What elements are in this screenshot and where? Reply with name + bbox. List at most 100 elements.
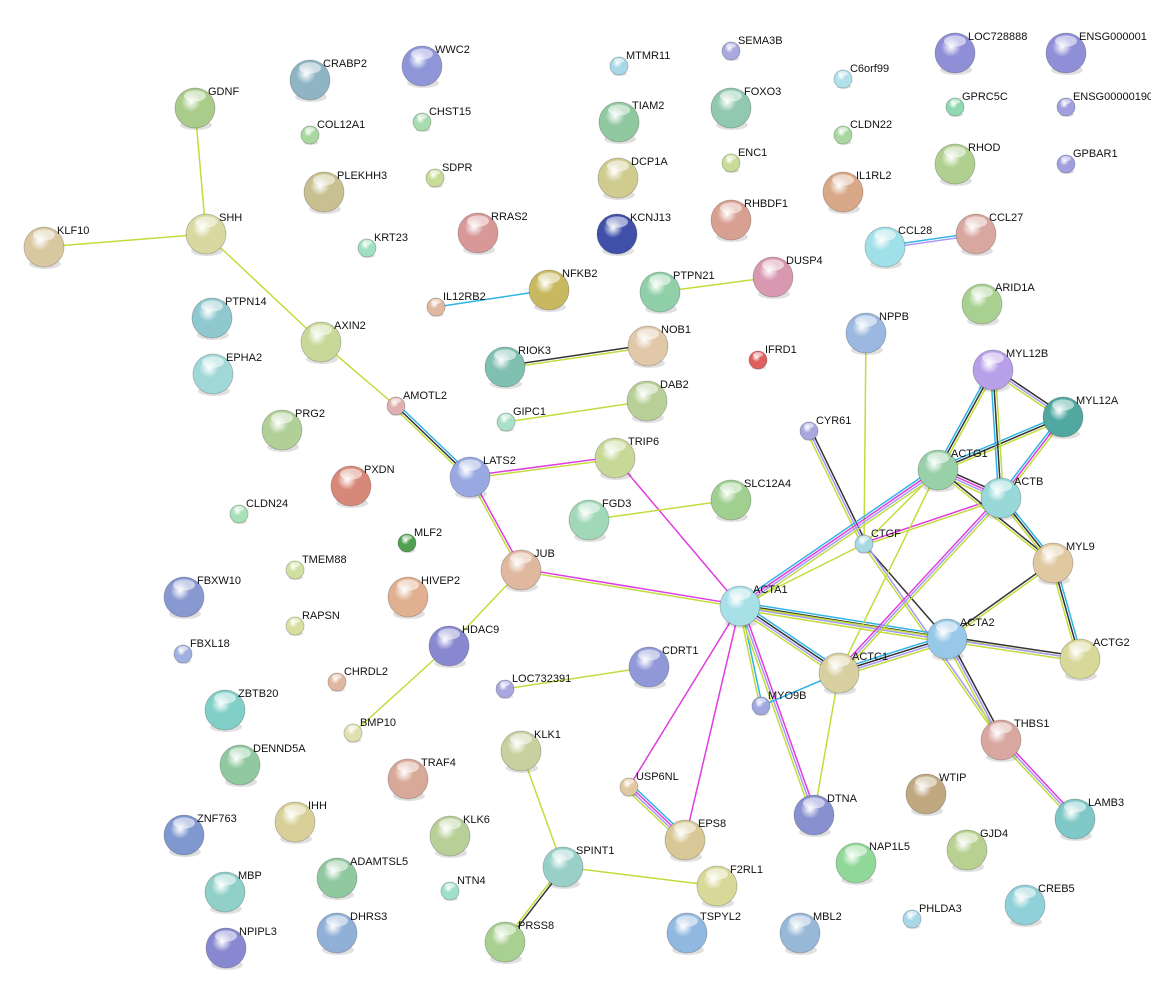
edge-riok3-nob1[interactable] — [504, 344, 649, 369]
node-slc12a4[interactable]: SLC12A4 — [710, 478, 791, 522]
node-ifrd1[interactable]: IFRD1 — [748, 344, 797, 370]
node-zbtb20[interactable]: ZBTB20 — [204, 688, 278, 732]
node-tiam2[interactable]: TIAM2 — [598, 100, 664, 144]
node-nppb[interactable]: NPPB — [845, 311, 909, 355]
node-nob1[interactable]: NOB1 — [627, 324, 691, 368]
node-klf10[interactable]: KLF10 — [23, 225, 89, 269]
node-myl12a[interactable]: MYL12A — [1042, 395, 1119, 439]
edge-actc1-dtna[interactable] — [813, 672, 840, 816]
node-traf4[interactable]: TRAF4 — [387, 757, 456, 801]
edge-fgd3-slc12a4[interactable] — [588, 499, 732, 521]
node-pxdn[interactable]: PXDN — [330, 464, 395, 508]
node-ccl27[interactable]: CCL27 — [955, 212, 1023, 256]
node-adamtsl5[interactable]: ADAMTSL5 — [316, 856, 408, 900]
node-jub[interactable]: JUB — [500, 548, 555, 592]
node-cldn24[interactable]: CLDN24 — [229, 498, 288, 524]
node-sema3b[interactable]: SEMA3B — [721, 35, 783, 61]
edge-acta2-actg2[interactable] — [946, 635, 1081, 663]
node-ntn4[interactable]: NTN4 — [440, 875, 486, 901]
node-acta2[interactable]: ACTA2 — [926, 617, 995, 661]
node-prss8[interactable]: PRSS8 — [484, 920, 554, 964]
node-axin2[interactable]: AXIN2 — [300, 320, 366, 364]
node-epha2[interactable]: EPHA2 — [192, 352, 262, 396]
node-tspyl2[interactable]: TSPYL2 — [666, 911, 741, 955]
node-nfkb2[interactable]: NFKB2 — [528, 268, 597, 312]
node-trip6[interactable]: TRIP6 — [594, 436, 659, 480]
edge-lats2-trip6[interactable] — [469, 456, 616, 479]
node-bmp10[interactable]: BMP10 — [343, 717, 396, 743]
node-rhbdf1[interactable]: RHBDF1 — [710, 198, 788, 242]
node-dusp4[interactable]: DUSP4 — [752, 255, 823, 299]
node-wwc2[interactable]: WWC2 — [401, 44, 470, 88]
node-mbp[interactable]: MBP — [204, 870, 262, 914]
edge-acta1-usp6nl[interactable] — [628, 605, 741, 788]
node-sdpr[interactable]: SDPR — [425, 162, 473, 188]
node-fgd3[interactable]: FGD3 — [568, 498, 631, 542]
edge-ctgf-acta2[interactable] — [863, 543, 948, 640]
edge-actc1-actb[interactable] — [836, 495, 1004, 676]
node-crabp2[interactable]: CRABP2 — [289, 58, 367, 102]
node-fbxl18[interactable]: FBXL18 — [173, 638, 230, 664]
node-foxo3[interactable]: FOXO3 — [710, 86, 781, 130]
node-actb[interactable]: ACTB — [980, 476, 1043, 520]
edge-klk1-spint1[interactable] — [520, 750, 564, 868]
node-ptpn14[interactable]: PTPN14 — [191, 296, 267, 340]
node-chst15[interactable]: CHST15 — [412, 106, 471, 132]
node-myo9b[interactable]: MYO9B — [751, 690, 806, 716]
node-dtna[interactable]: DTNA — [793, 793, 858, 837]
node-npipl3[interactable]: NPIPL3 — [205, 926, 277, 970]
node-fbxw10[interactable]: FBXW10 — [163, 575, 241, 619]
node-c6orf99[interactable]: C6orf99 — [833, 63, 889, 89]
node-dennd5a[interactable]: DENND5A — [219, 743, 306, 787]
node-wtip[interactable]: WTIP — [905, 772, 967, 816]
node-shh[interactable]: SHH — [185, 212, 242, 256]
node-ihh[interactable]: IHH — [274, 800, 327, 844]
edge-nppb-ctgf[interactable] — [863, 332, 867, 545]
node-hdac9[interactable]: HDAC9 — [428, 624, 499, 668]
node-spint1[interactable]: SPINT1 — [542, 845, 615, 889]
node-actg1[interactable]: ACTG1 — [917, 448, 988, 492]
node-eps8[interactable]: EPS8 — [664, 818, 726, 862]
edge-acta1-dtna[interactable] — [737, 604, 817, 817]
node-mbl2[interactable]: MBL2 — [779, 911, 842, 955]
node-ccl28[interactable]: CCL28 — [864, 225, 932, 269]
node-acta1[interactable]: ACTA1 — [719, 584, 788, 628]
node-riok3[interactable]: RIOK3 — [484, 345, 551, 389]
edge-gipc1-dab2[interactable] — [505, 400, 648, 423]
node-rras2[interactable]: RRAS2 — [457, 211, 528, 255]
node-dcp1a[interactable]: DCP1A — [597, 156, 668, 200]
edge-acta1-eps8[interactable] — [684, 605, 741, 841]
node-plekhh3[interactable]: PLEKHH3 — [303, 170, 387, 214]
edge-klf10-shh[interactable] — [43, 233, 207, 248]
node-cldn22[interactable]: CLDN22 — [833, 119, 892, 145]
node-chrdl2[interactable]: CHRDL2 — [327, 666, 388, 692]
edge-acta2-myl9[interactable] — [945, 561, 1055, 641]
node-nap1l5[interactable]: NAP1L5 — [835, 841, 910, 885]
node-hivep2[interactable]: HIVEP2 — [387, 575, 460, 619]
node-myl12b[interactable]: MYL12B — [972, 348, 1048, 392]
node-ptpn21[interactable]: PTPN21 — [639, 270, 715, 314]
node-klk6[interactable]: KLK6 — [429, 814, 490, 858]
node-lats2[interactable]: LATS2 — [449, 455, 516, 499]
node-krt23[interactable]: KRT23 — [357, 232, 408, 258]
node-loc728888[interactable]: LOC728888 — [934, 31, 1027, 75]
edge-trip6-acta1[interactable] — [614, 457, 741, 607]
node-gdnf[interactable]: GDNF — [174, 86, 239, 130]
node-dhrs3[interactable]: DHRS3 — [316, 911, 387, 955]
node-gprc5c[interactable]: GPRC5C — [945, 91, 1008, 117]
node-arid1a[interactable]: ARID1A — [961, 282, 1035, 326]
node-dab2[interactable]: DAB2 — [626, 379, 689, 423]
node-gipc1[interactable]: GIPC1 — [496, 406, 546, 432]
node-ensg000001[interactable]: ENSG000001 — [1045, 31, 1147, 75]
node-ctgf[interactable]: CTGF — [854, 528, 901, 554]
node-rapsn[interactable]: RAPSN — [285, 610, 340, 636]
node-loc732391[interactable]: LOC732391 — [495, 673, 571, 699]
edge-actb-myl12b[interactable] — [989, 369, 1005, 499]
edge-shh-axin2[interactable] — [205, 233, 322, 343]
node-prg2[interactable]: PRG2 — [261, 408, 325, 452]
edge-loc732391-cdrt1[interactable] — [504, 666, 650, 690]
edge-gdnf-shh[interactable] — [194, 107, 207, 235]
node-lamb3[interactable]: LAMB3 — [1054, 797, 1124, 841]
node-f2rl1[interactable]: F2RL1 — [696, 864, 763, 908]
node-cdrt1[interactable]: CDRT1 — [628, 645, 698, 689]
